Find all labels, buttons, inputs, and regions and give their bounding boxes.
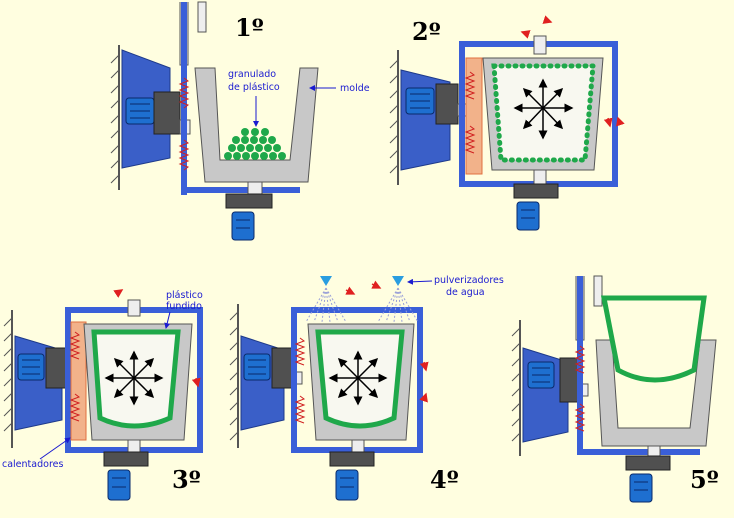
label-pulverizadores-2: de agua: [446, 287, 485, 298]
arrow-icon: [104, 350, 164, 406]
label-calentadores: calentadores: [2, 459, 63, 470]
label-granulado-1: granulado: [228, 69, 276, 80]
label-molde: molde: [340, 83, 370, 94]
motor-icon: [231, 211, 255, 241]
arrow-icon: [513, 78, 574, 140]
label-granulado-2: de plástico: [228, 82, 280, 93]
label-pulverizadores-1: pulverizadores: [434, 275, 504, 286]
motor-icon: [125, 97, 155, 125]
motor-icon: [107, 469, 131, 501]
motor-icon: [243, 353, 271, 381]
rotating-frame: [65, 307, 203, 453]
spray-nozzle-icon: [305, 276, 347, 323]
label-plastico-fundido-1: plástico: [166, 290, 203, 301]
motor-icon: [516, 201, 540, 231]
stage-5: 5º: [511, 275, 719, 503]
step-number-3: 3º: [172, 465, 201, 494]
rotating-frame: [291, 307, 423, 453]
rotating-frame: [459, 41, 618, 187]
motor-icon: [17, 353, 45, 381]
step-number-4: 4º: [430, 465, 459, 494]
plastic-granules-coat: [491, 63, 596, 163]
motor-icon: [629, 473, 653, 503]
motor-icon: [405, 87, 435, 115]
step-number-5: 5º: [690, 465, 719, 494]
stage-1: granulado de plástico molde 1º: [110, 1, 370, 241]
motor-icon: [335, 469, 359, 501]
mould: [194, 67, 319, 183]
finished-part: [600, 295, 707, 383]
arrow-icon: [328, 350, 388, 406]
stage-4: pulverizadores de agua 4º: [229, 275, 504, 501]
stage-3: plástico fundido calentadores 3º: [2, 289, 203, 501]
motor-icon: [527, 361, 555, 389]
label-plastico-fundido-2: fundido: [166, 301, 202, 312]
gearbox: [153, 91, 181, 135]
stage-2: 2º: [389, 15, 625, 231]
plastic-granules: [224, 128, 286, 160]
heater-coil-icon: [178, 77, 190, 171]
step-number-1: 1º: [235, 13, 264, 42]
step-number-2: 2º: [412, 17, 441, 46]
spray-nozzle-icon: [377, 276, 419, 323]
